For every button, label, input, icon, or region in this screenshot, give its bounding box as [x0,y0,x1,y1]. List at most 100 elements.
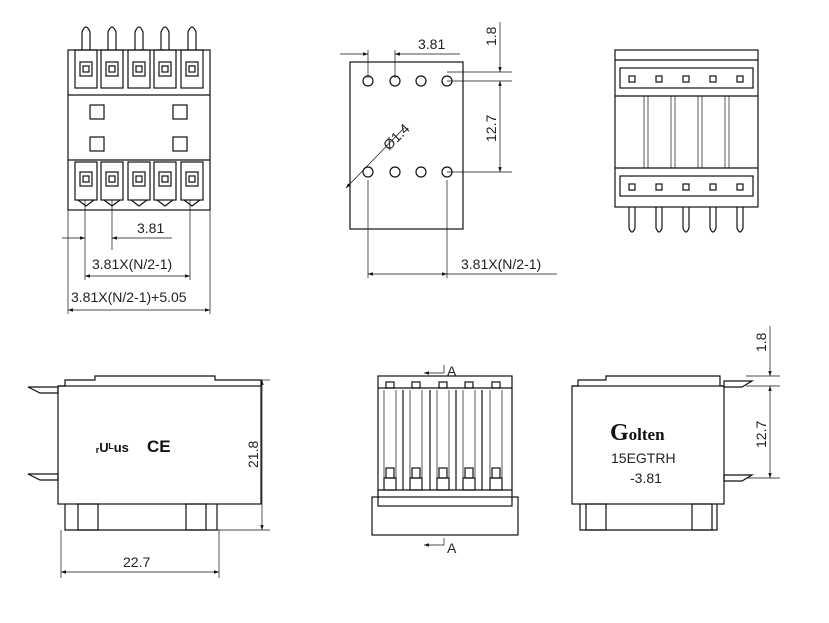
bottom-terminal [153,161,177,201]
bottom-view-body [614,49,759,208]
side-pin [723,474,755,482]
top-terminal [153,49,177,89]
top-pin [81,26,91,50]
terminal-screw [79,61,93,77]
section-top-cap [411,381,421,389]
square-mark [89,104,105,120]
square-mark [172,104,188,120]
top-terminal [180,49,204,89]
dim-side-row-gap: 12.7 [753,421,769,448]
top-pin [160,26,170,50]
dim-top-pitch: 3.81 [137,220,164,236]
top-view: 3.81 3.81X(N/2-1) 3.81X(N/2-1)+5.05 [62,26,211,314]
bottom-pin [628,207,636,233]
bottom-square [736,75,744,83]
top-pin [134,26,144,50]
dim-top-total: 3.81X(N/2-1)+5.05 [71,289,187,305]
bottom-pin [709,207,717,233]
square-mark [172,136,188,152]
section-foot [462,477,476,491]
terminal-screw-head [161,65,169,73]
side-view-body [571,385,725,505]
bottom-square [709,75,717,83]
top-terminal [127,49,151,89]
bottom-pin [682,207,690,233]
terminal-screw [185,61,199,77]
section-contact [411,467,421,479]
bottom-view-details [628,75,744,233]
section-view: A A [371,363,519,556]
terminal-screw [105,61,119,77]
terminal-screw-head [188,65,196,73]
dim-pcb-pitch: 3.81 [418,36,445,52]
section-foot [489,477,503,491]
terminal-screw-head [135,65,143,73]
section-label-top: A [447,363,457,379]
terminal-screw [105,171,119,187]
bottom-view [614,49,759,233]
terminal-screw-head [135,175,143,183]
bottom-square [682,75,690,83]
pcb-holes [362,75,453,178]
terminal-foot [77,199,95,207]
bottom-square [628,75,636,83]
hole-leader-line [345,127,405,189]
terminal-screw [79,171,93,187]
dim-pcb-n: 3.81X(N/2-1) [461,256,541,272]
terminal-foot [130,199,148,207]
section-contact [491,467,501,479]
section-top-cap [491,381,501,389]
terminal-screw-head [188,175,196,183]
terminal-screw [132,171,146,187]
ul-mark: ᵣUᴸus [96,440,129,455]
bottom-square [628,183,636,191]
brand-logo: Golten [610,420,665,446]
section-contact [438,467,448,479]
terminal-screw [158,61,172,77]
dim-top-n: 3.81X(N/2-1) [92,256,172,272]
bottom-terminal [74,161,98,201]
terminal-screw-head [161,175,169,183]
bottom-terminal [100,161,124,201]
front-view: ᵣUᴸus CE 21.8 22.7 [27,375,270,578]
terminal-screw [185,171,199,187]
section-top-cap [438,381,448,389]
section-contact [385,467,395,479]
front-pin [27,473,59,481]
bottom-square [709,183,717,191]
model-label: 15EGTRH [611,450,676,466]
dim-pcb-pin-offset: 1.8 [483,26,499,46]
terminal-screw-head [82,175,90,183]
dim-side-pin-offset: 1.8 [753,332,769,352]
top-terminal [74,49,98,89]
bottom-terminal [180,161,204,201]
section-foot [409,477,423,491]
pcb-hole [389,166,401,178]
pcb-hole [362,166,374,178]
bottom-square [655,183,663,191]
dim-front-height: 21.8 [245,441,261,468]
bottom-square [736,183,744,191]
terminal-foot [183,199,201,207]
section-view-details [378,381,512,491]
front-pin [27,386,59,394]
section-top-cap [385,381,395,389]
section-top-cap [464,381,474,389]
side-pin [723,380,755,388]
pcb-hole [415,75,427,87]
section-foot [383,477,397,491]
top-view-pins [74,26,204,207]
bottom-pin [655,207,663,233]
top-pin [187,26,197,50]
bottom-square [655,75,663,83]
terminal-foot [156,199,174,207]
pcb-hole [415,166,427,178]
pcb-outline [349,61,464,230]
terminal-screw [158,171,172,187]
square-mark [89,136,105,152]
top-pin [107,26,117,50]
bottom-pin [736,207,744,233]
section-foot [436,477,450,491]
terminal-screw-head [108,65,116,73]
